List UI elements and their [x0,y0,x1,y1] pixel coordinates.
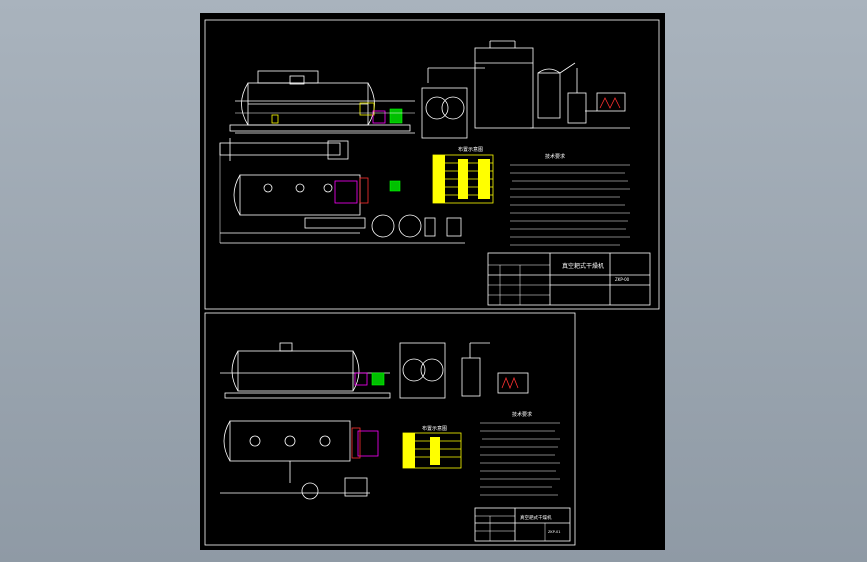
technical-notes-2: 技术要求 [480,411,560,496]
notes-2-title: 技术要求 [512,411,532,418]
motor-icon [389,108,403,124]
dryer-side-view [229,70,415,134]
sheet-1: 布置示意图 技术要求 [204,19,660,310]
sheet-2-border [204,312,576,546]
dryer-plan-view-2 [220,420,379,500]
parts-table-2: 布置示意图 [402,425,462,469]
technical-notes-1: 技术要求 [510,153,630,246]
sheet-2: 布置示意图 技术要求 [204,312,576,546]
cad-drawing-svg: 布置示意图 技术要求 [204,19,660,546]
dryer-side-view-2 [220,342,391,399]
title-block-1: 真空耙式干燥机 ZKP-00 [487,252,651,306]
drawing-number-1: ZKP-00 [615,277,630,282]
title-block-2-title: 真空耙式干燥机 [520,514,552,521]
sheet-1-border [204,19,660,310]
condenser-train-2 [399,342,529,399]
title-block-2: 真空耙式干燥机 ZKP-01 [474,507,571,542]
parts-table-1-title: 布置示意图 [458,146,483,153]
parts-table-2-title: 布置示意图 [422,425,447,432]
title-block-1-title: 真空耙式干燥机 [562,262,604,270]
cad-drawing-canvas[interactable]: 布置示意图 技术要求 [200,13,665,550]
condenser-train [421,40,630,139]
parts-table-1: 布置示意图 [432,146,494,204]
drawing-number-2: ZKP-01 [548,530,560,534]
dryer-plan-view [219,138,465,244]
notes-1-title: 技术要求 [545,153,565,160]
motor-icon-2 [371,372,385,386]
